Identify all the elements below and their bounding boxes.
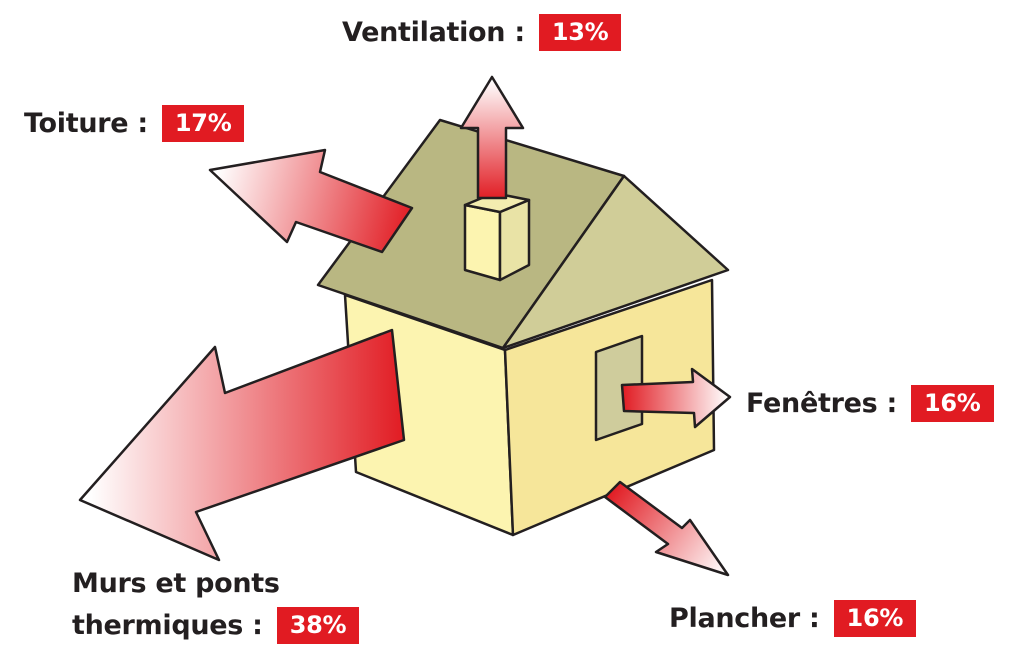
ventilation-label: Ventilation : 13%: [342, 14, 622, 51]
fenetres-label: Fenêtres : 16%: [746, 385, 994, 422]
fenetres-arrow: [620, 367, 732, 429]
ventilation-value-badge: 13%: [538, 14, 622, 51]
ventilation-arrow: [459, 75, 525, 200]
murs-row2: thermiques : 38%: [72, 607, 360, 644]
ventilation-name: Ventilation :: [342, 17, 525, 48]
chimney-side: [498, 198, 531, 282]
fenetres-value-badge: 16%: [911, 385, 994, 422]
plancher-label: Plancher : 16%: [669, 600, 917, 637]
toiture-name: Toiture :: [24, 108, 148, 139]
toiture-arrow: [208, 148, 414, 254]
murs-value-badge: 38%: [276, 607, 360, 644]
plancher-name: Plancher :: [669, 603, 820, 634]
murs-name-line1: Murs et ponts: [72, 568, 280, 599]
toiture-label: Toiture : 17%: [24, 105, 245, 142]
toiture-value-badge: 17%: [161, 105, 245, 142]
fenetres-name: Fenêtres :: [746, 388, 897, 419]
plancher-arrow: [603, 480, 730, 577]
plancher-value-badge: 16%: [833, 600, 917, 637]
murs-name-line2: thermiques :: [72, 610, 263, 641]
house-window: [594, 334, 644, 442]
chimney-front: [463, 203, 502, 282]
murs-arrow: [78, 328, 406, 562]
roof-right-plane: [501, 174, 730, 350]
murs-label: Murs et ponts thermiques : 38%: [72, 568, 360, 644]
